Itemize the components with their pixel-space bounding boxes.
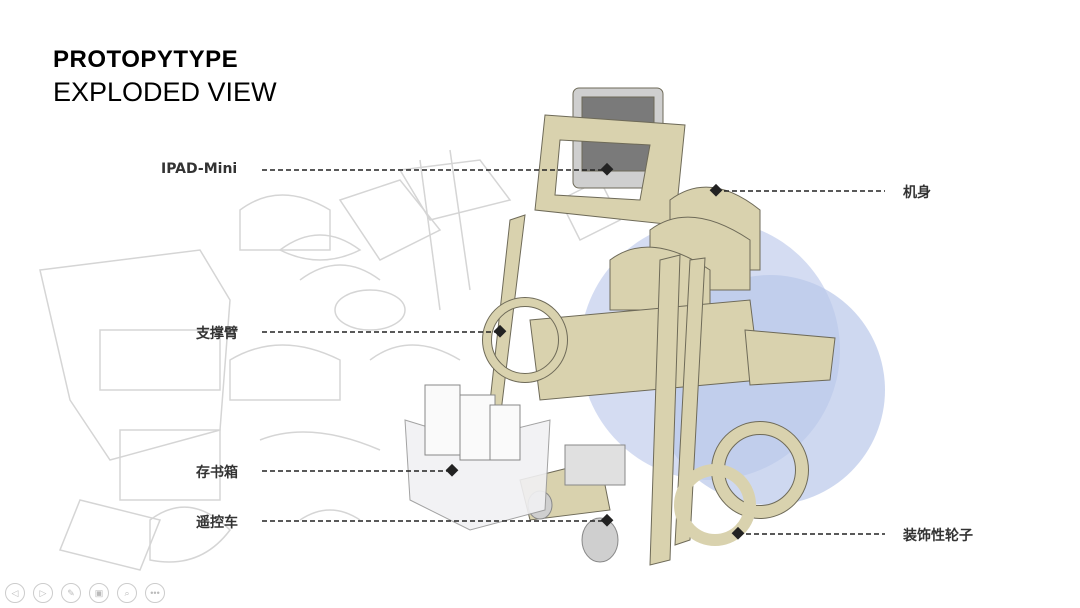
model-parts	[482, 87, 836, 566]
slideshow-controls: ◁ ▷ ✎ ▣ ⌕ •••	[5, 583, 165, 603]
next-icon[interactable]: ▷	[33, 583, 53, 603]
label-support-arm: 支撑臂	[196, 326, 238, 342]
pen-icon[interactable]: ✎	[61, 583, 81, 603]
title-secondary: EXPLODED VIEW	[53, 77, 277, 107]
previous-icon[interactable]: ◁	[5, 583, 25, 603]
label-body: 机身	[903, 185, 931, 201]
book-box	[404, 384, 551, 531]
zoom-icon[interactable]: ⌕	[117, 583, 137, 603]
flat-parts-outline	[39, 149, 622, 571]
leader-markers	[445, 162, 745, 540]
more-icon[interactable]: •••	[145, 583, 165, 603]
leader-lines	[262, 169, 885, 535]
label-book-box: 存书箱	[196, 465, 238, 481]
label-decorative-wheels: 装饰性轮子	[903, 528, 973, 544]
title-primary: PROTOPYTYPE	[53, 46, 239, 73]
slides-icon[interactable]: ▣	[89, 583, 109, 603]
label-rc-car: 遥控车	[196, 515, 238, 531]
label-ipad-mini: IPAD-Mini	[161, 161, 238, 177]
